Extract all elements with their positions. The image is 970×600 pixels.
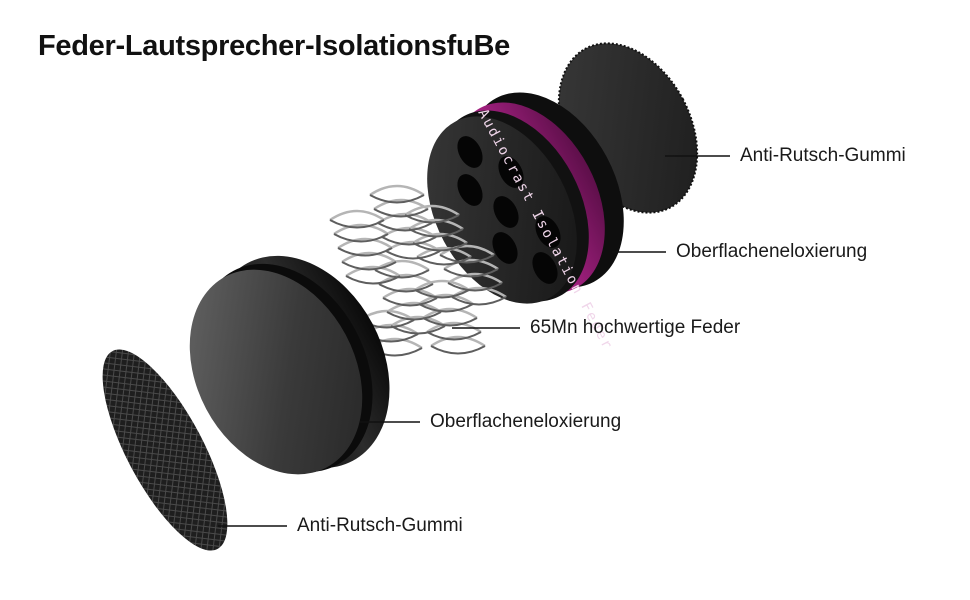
label-bottom-rubber: Anti-Rutsch-Gummi <box>297 515 463 536</box>
label-bottom-anodizing: Oberflacheneloxierung <box>430 411 622 432</box>
page-title: Feder-Lautsprecher-IsolationsfuBe <box>38 30 510 62</box>
spring-hole-group <box>457 136 561 284</box>
bottom-rubber-pad <box>102 349 228 551</box>
label-top-anodizing: Oberflacheneloxierung <box>676 241 868 262</box>
label-spring: 65Mn hochwertige Feder <box>530 317 741 338</box>
label-top-rubber: Anti-Rutsch-Gummi <box>740 145 906 166</box>
leader-lines <box>218 155 730 527</box>
bottom-anodized-cup <box>189 255 390 475</box>
